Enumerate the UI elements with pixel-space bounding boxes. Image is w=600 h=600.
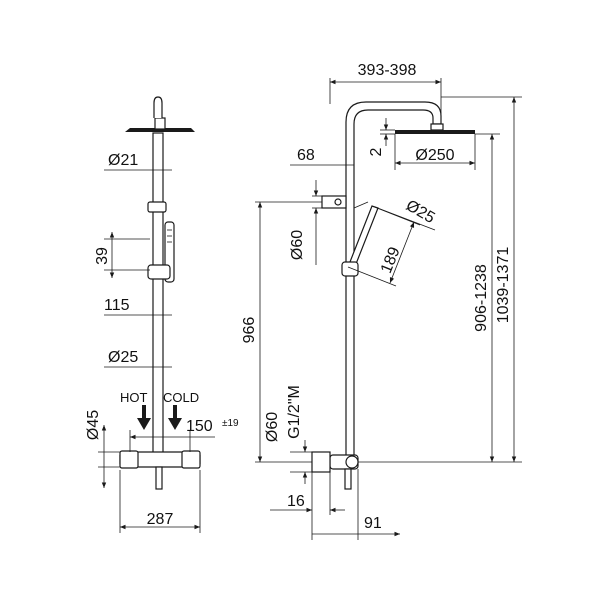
hot-inlet-arrow (137, 405, 151, 430)
front-valve-outlet (155, 466, 163, 490)
side-dim-arm-length: 393-398 (358, 62, 417, 79)
side-dim-inlet-thread: G1/2"M (286, 385, 303, 439)
side-dim-bracket-height: 966 (241, 317, 258, 344)
front-upper-pipe (153, 96, 163, 118)
side-view: 393-398 2 68 Ø250 Ø60 Ø25 189 966 (241, 62, 522, 540)
side-dim-inlet-flange-diameter: Ø60 (264, 412, 281, 442)
front-valve-knob-left (119, 450, 139, 469)
front-dim-valve-height: Ø45 (85, 410, 102, 440)
front-dim-inlet-spacing: 150 (186, 418, 213, 435)
front-dim-holder-offset: 115 (104, 297, 130, 314)
front-wall-bracket (147, 201, 167, 213)
front-riser-pipe (152, 132, 164, 459)
side-dim-bracket-diameter: Ø60 (289, 230, 306, 260)
side-dim-head-thickness: 2 (368, 147, 385, 156)
side-inlet-flange (311, 451, 331, 473)
cold-inlet-arrow (168, 405, 182, 430)
side-dim-overall-height-b: 1039-1371 (495, 247, 512, 324)
side-dim-handshower-diameter: Ø25 (403, 197, 438, 227)
side-head-connector (430, 123, 444, 131)
front-dim-pipe-diameter: Ø25 (108, 349, 138, 366)
front-valve-knob-right (181, 450, 201, 469)
front-dim-inlet-tolerance: ±19 (222, 418, 239, 429)
front-view: Ø21 39 115 Ø25 HOT COLD 150 ±19 (85, 96, 239, 533)
side-hose (353, 201, 369, 209)
label-hot: HOT (120, 390, 148, 405)
side-shower-head (395, 130, 475, 134)
side-wall-bracket (321, 195, 347, 209)
side-dim-overall-height-a: 906-1238 (473, 264, 490, 332)
front-slider-holder (147, 264, 171, 280)
side-dim-valve-projection: 91 (364, 515, 382, 532)
side-valve-knob (345, 455, 359, 469)
label-cold: COLD (163, 390, 199, 405)
side-slider (341, 261, 359, 277)
front-dim-holder-height: 39 (94, 247, 111, 265)
side-dim-wall-offset: 68 (297, 147, 315, 164)
front-dim-top-pipe-diameter: Ø21 (108, 152, 138, 169)
front-shower-head (125, 128, 195, 132)
side-dim-head-diameter: Ø250 (415, 147, 454, 164)
front-dim-valve-width: 287 (147, 511, 174, 528)
side-dim-inlet-offset: 16 (287, 493, 305, 510)
side-dim-handshower-length: 189 (378, 245, 404, 276)
side-valve-outlet (344, 468, 352, 490)
front-head-connector (154, 117, 166, 130)
